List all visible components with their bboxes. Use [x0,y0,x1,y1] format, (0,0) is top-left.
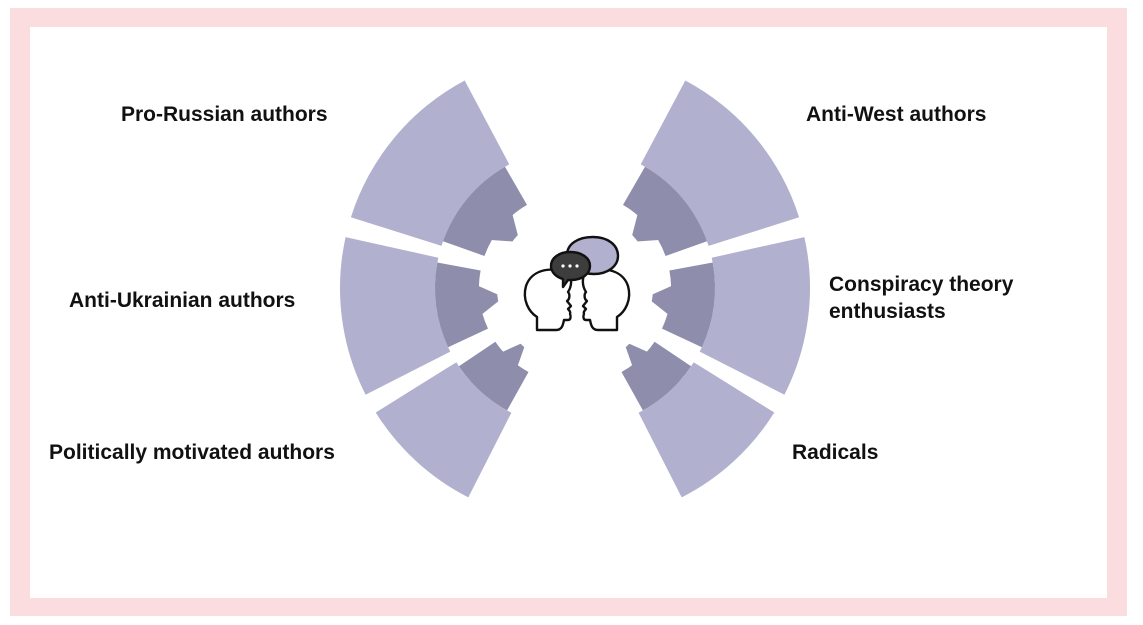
right-head-icon [581,268,631,332]
label-radicals: Radicals [792,441,879,464]
label-pro-russian-authors: Pro-Russian authors [121,103,328,126]
segment-politically-motivated-notch [461,341,527,408]
segment-conspiracy-theory-outer [699,237,810,395]
label-conspiracy-theory-enthusiasts: Conspiracy theory enthusiasts [829,271,1013,325]
segment-gap-4 [626,314,792,416]
segment-conspiracy-theory-notch [646,267,714,343]
segments-layer [335,80,815,498]
label-conspiracy-line-1: Conspiracy theory [829,273,1014,296]
segment-anti-ukrainian-outer [340,237,451,395]
segment-politically-motivated-outer [375,362,512,498]
label-conspiracy-line-2: enthusiasts [829,300,946,323]
segment-gap-1 [335,219,517,277]
label-anti-ukrainian-authors: Anti-Ukrainian authors [69,289,296,312]
two-heads-conversation-icon [523,235,631,332]
segment-radicals-notch [623,341,689,408]
ellipsis-dots-icon [561,264,579,268]
segment-radicals-outer [638,362,775,498]
segment-pro-russian-notch [444,169,520,242]
label-anti-west-authors: Anti-West authors [806,103,987,126]
segment-anti-ukrainian-notch [436,267,504,343]
segment-anti-west-outer [640,80,800,246]
label-politically-motivated-authors: Politically motivated authors [49,441,335,464]
segment-gap-2 [358,314,524,416]
left-head-icon [523,268,573,332]
segment-gap-3 [633,219,815,277]
segment-anti-west-notch [630,169,706,242]
segment-pro-russian-outer [350,80,510,246]
dark-speech-bubble-icon [549,250,592,289]
